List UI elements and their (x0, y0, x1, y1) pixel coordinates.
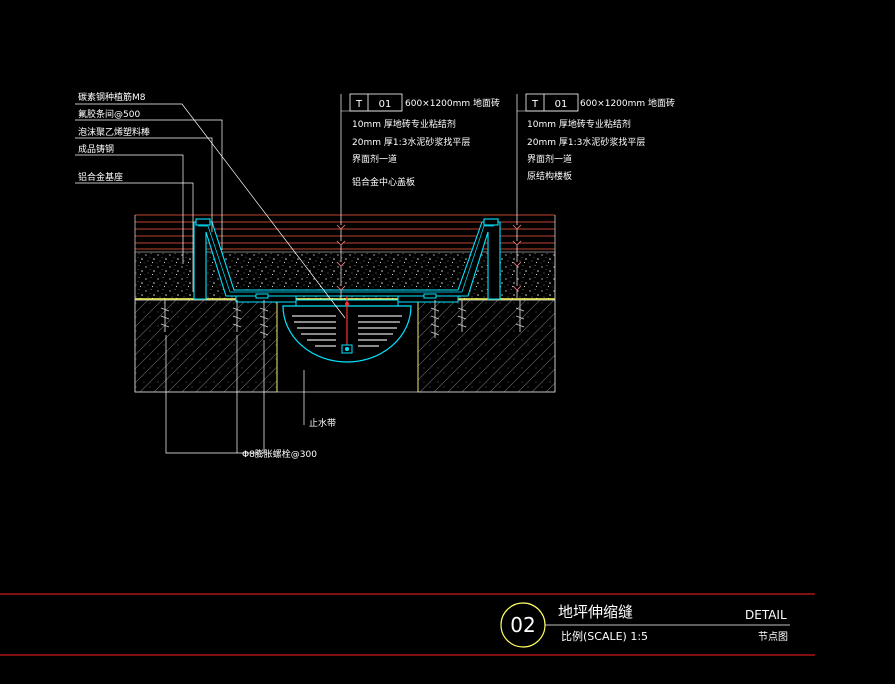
detail-title: 地坪伸缩缝 (558, 603, 633, 621)
tag-spec: 600×1200mm 地面砖 (580, 97, 675, 109)
leader-ticks (336, 224, 522, 291)
detail-en: DETAIL (745, 608, 787, 622)
aluminium-base-profile (193, 218, 501, 300)
label-interface-agent: 界面剂一道 (352, 153, 397, 165)
waterstop (282, 296, 412, 363)
label-adhesive: 10mm 厚地砖专业粘结剂 (527, 118, 631, 130)
label-screed: 20mm 厚1:3水泥砂浆找平层 (352, 136, 470, 148)
tag-code: 01 (379, 99, 392, 110)
detail-number: 02 (510, 613, 535, 637)
tag-letter: T (531, 99, 539, 110)
label-expansion-bolt: Φ8膨胀螺栓@300 (242, 448, 317, 460)
structure-slab-right (417, 299, 556, 393)
leader-lines (75, 94, 518, 454)
title-block: 02 地坪伸缩缝 比例(SCALE) 1:5 DETAIL 节点图 (0, 593, 815, 656)
label-rebar: 碳素钢种植筋M8 (78, 91, 146, 103)
right-tag: T 01 600×1200mm 地面砖 (517, 93, 675, 112)
label-foam-rod: 泡沫聚乙烯塑料棒 (78, 126, 150, 138)
anchor-bolts (160, 300, 525, 338)
detail-cn: 节点图 (758, 631, 788, 643)
label-structure-slab: 原结构楼板 (527, 170, 572, 182)
label-rubber-strip: 氟胶条间@500 (78, 108, 140, 120)
label-interface-agent: 界面剂一道 (527, 153, 572, 165)
center-callouts: 10mm 厚地砖专业粘结剂 20mm 厚1:3水泥砂浆找平层 界面剂一道 铝合金… (352, 118, 470, 188)
tag-spec: 600×1200mm 地面砖 (405, 97, 500, 109)
detail-scale: 比例(SCALE) 1:5 (561, 629, 648, 643)
label-adhesive: 10mm 厚地砖专业粘结剂 (352, 118, 456, 130)
label-screed: 20mm 厚1:3水泥砂浆找平层 (527, 136, 645, 148)
label-aluminium-base: 铝合金基座 (78, 171, 123, 183)
tag-code: 01 (555, 99, 568, 110)
label-cast-steel: 成品铸钢 (78, 143, 114, 155)
tag-letter: T (355, 99, 363, 110)
label-waterstop: 止水带 (309, 417, 336, 429)
label-center-cover: 铝合金中心盖板 (352, 176, 415, 188)
aluminium-center-cover (235, 293, 459, 307)
right-callouts: 10mm 厚地砖专业粘结剂 20mm 厚1:3水泥砂浆找平层 界面剂一道 原结构… (527, 118, 645, 182)
left-callouts: 碳素钢种植筋M8 氟胶条间@500 泡沫聚乙烯塑料棒 成品铸钢 铝合金基座 (78, 91, 150, 183)
structure-slab-left (134, 299, 278, 393)
center-tag: T 01 600×1200mm 地面砖 (341, 93, 500, 112)
